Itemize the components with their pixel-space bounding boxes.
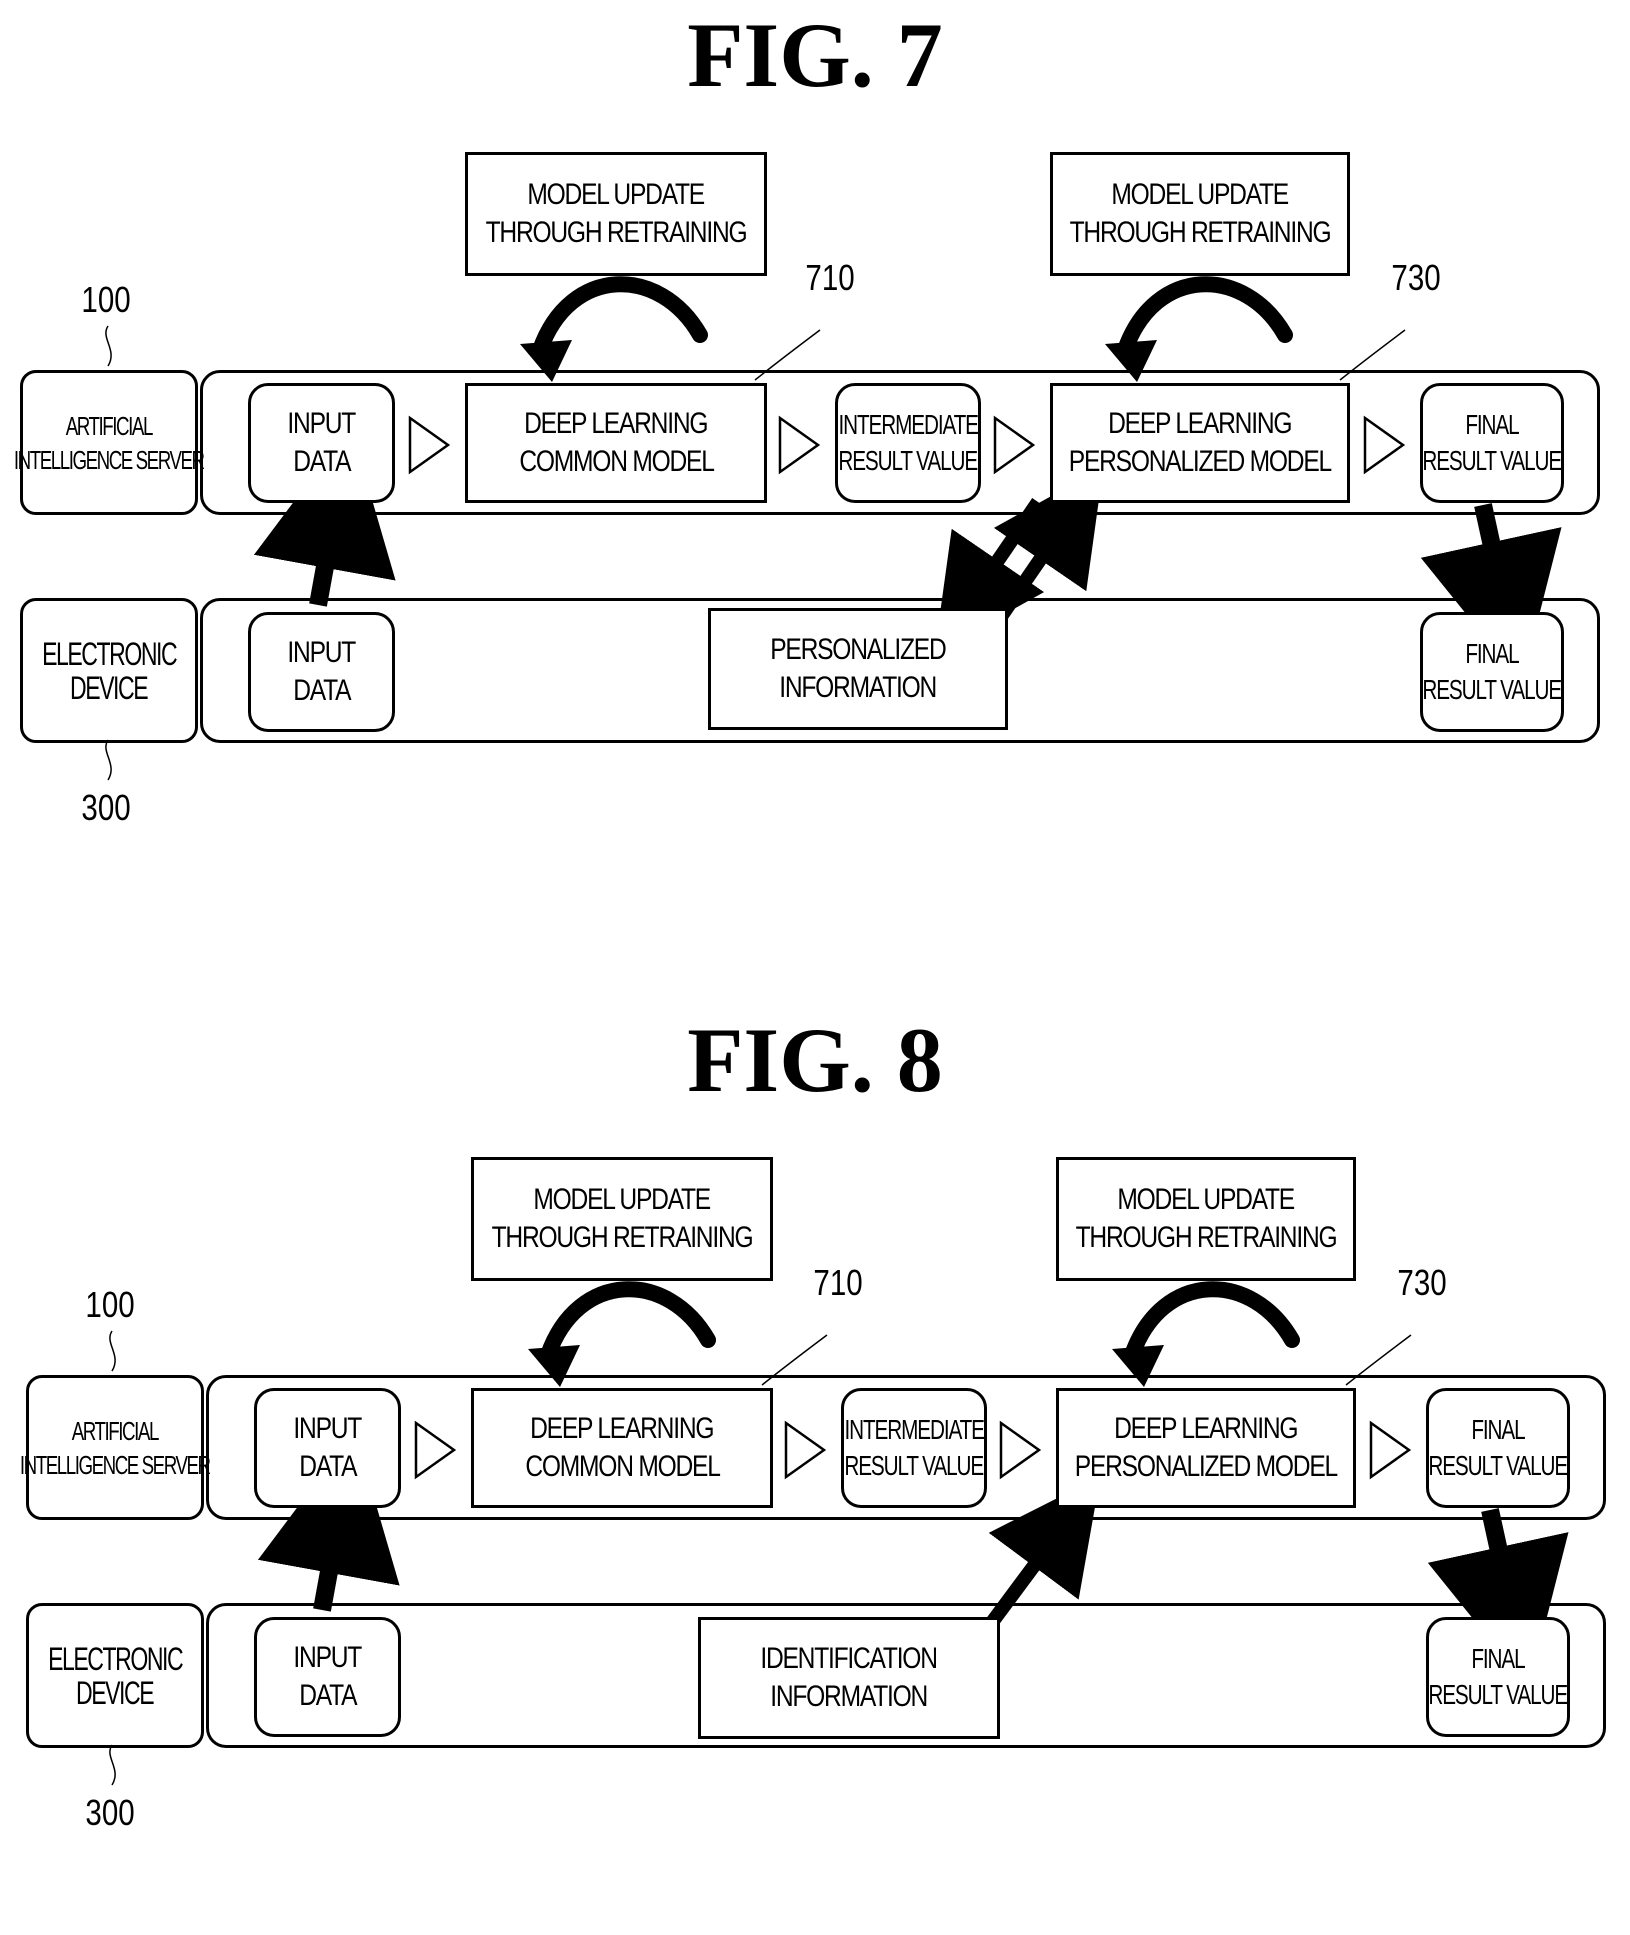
device-input-data: INPUT DATA (254, 1617, 401, 1737)
arrow-device-input-to-server (318, 550, 328, 605)
model-update-label-right: MODEL UPDATE THROUGH RETRAINING (1050, 152, 1350, 276)
leader-line-100 (106, 326, 111, 366)
intermediate-result-value: INTERMEDIATE RESULT VALUE (841, 1388, 987, 1508)
server-input-data: INPUT DATA (254, 1388, 401, 1508)
label-electronic-device: ELECTRONIC DEVICE (26, 1603, 204, 1748)
ref-device: 300 (81, 788, 130, 828)
deep-learning-common-model: DEEP LEARNING COMMON MODEL (465, 383, 767, 503)
device-input-data: INPUT DATA (248, 612, 395, 732)
figure-7: FIG. 7 100 300 710 730 MODEL UPDATE THR (0, 0, 1630, 930)
deep-learning-common-model: DEEP LEARNING COMMON MODEL (471, 1388, 773, 1508)
ref-common-model: 710 (813, 1263, 862, 1303)
retraining-curve-arrow-left (548, 1289, 708, 1355)
device-final-result-value: FINAL RESULT VALUE (1426, 1617, 1570, 1737)
ref-server: 100 (81, 280, 130, 320)
model-update-label-left: MODEL UPDATE THROUGH RETRAINING (471, 1157, 773, 1281)
label-ai-server: ARTIFICIAL INTELLIGENCE SERVER (20, 370, 198, 515)
server-final-result-value: FINAL RESULT VALUE (1420, 383, 1564, 503)
server-input-data: INPUT DATA (248, 383, 395, 503)
device-personalized-information: PERSONALIZED INFORMATION (708, 608, 1008, 730)
ref-personalized-model: 730 (1397, 1263, 1446, 1303)
leader-line-300 (106, 740, 111, 780)
retraining-curve-arrow-right (1125, 284, 1285, 350)
arrow-device-input-to-server (322, 1555, 332, 1610)
model-update-label-left: MODEL UPDATE THROUGH RETRAINING (465, 152, 767, 276)
retraining-curve-arrow-left (540, 284, 700, 350)
retraining-curve-arrow-right (1132, 1289, 1292, 1355)
ref-server: 100 (85, 1285, 134, 1325)
leader-line-100 (110, 1331, 115, 1371)
server-final-result-value: FINAL RESULT VALUE (1426, 1388, 1570, 1508)
intermediate-result-value: INTERMEDIATE RESULT VALUE (835, 383, 981, 503)
model-update-label-right: MODEL UPDATE THROUGH RETRAINING (1056, 1157, 1356, 1281)
device-identification-information: IDENTIFICATION INFORMATION (698, 1617, 1000, 1739)
label-electronic-device: ELECTRONIC DEVICE (20, 598, 198, 743)
label-ai-server: ARTIFICIAL INTELLIGENCE SERVER (26, 1375, 204, 1520)
deep-learning-personalized-model: DEEP LEARNING PERSONALIZED MODEL (1050, 383, 1350, 503)
ref-common-model: 710 (805, 258, 854, 298)
device-final-result-value: FINAL RESULT VALUE (1420, 612, 1564, 732)
ref-personalized-model: 730 (1391, 258, 1440, 298)
leader-line-300 (110, 1745, 115, 1785)
figure-8: FIG. 8 100 300 710 730 MODEL UPDATE THRO… (0, 1005, 1630, 1935)
deep-learning-personalized-model: DEEP LEARNING PERSONALIZED MODEL (1056, 1388, 1356, 1508)
ref-device: 300 (85, 1793, 134, 1833)
